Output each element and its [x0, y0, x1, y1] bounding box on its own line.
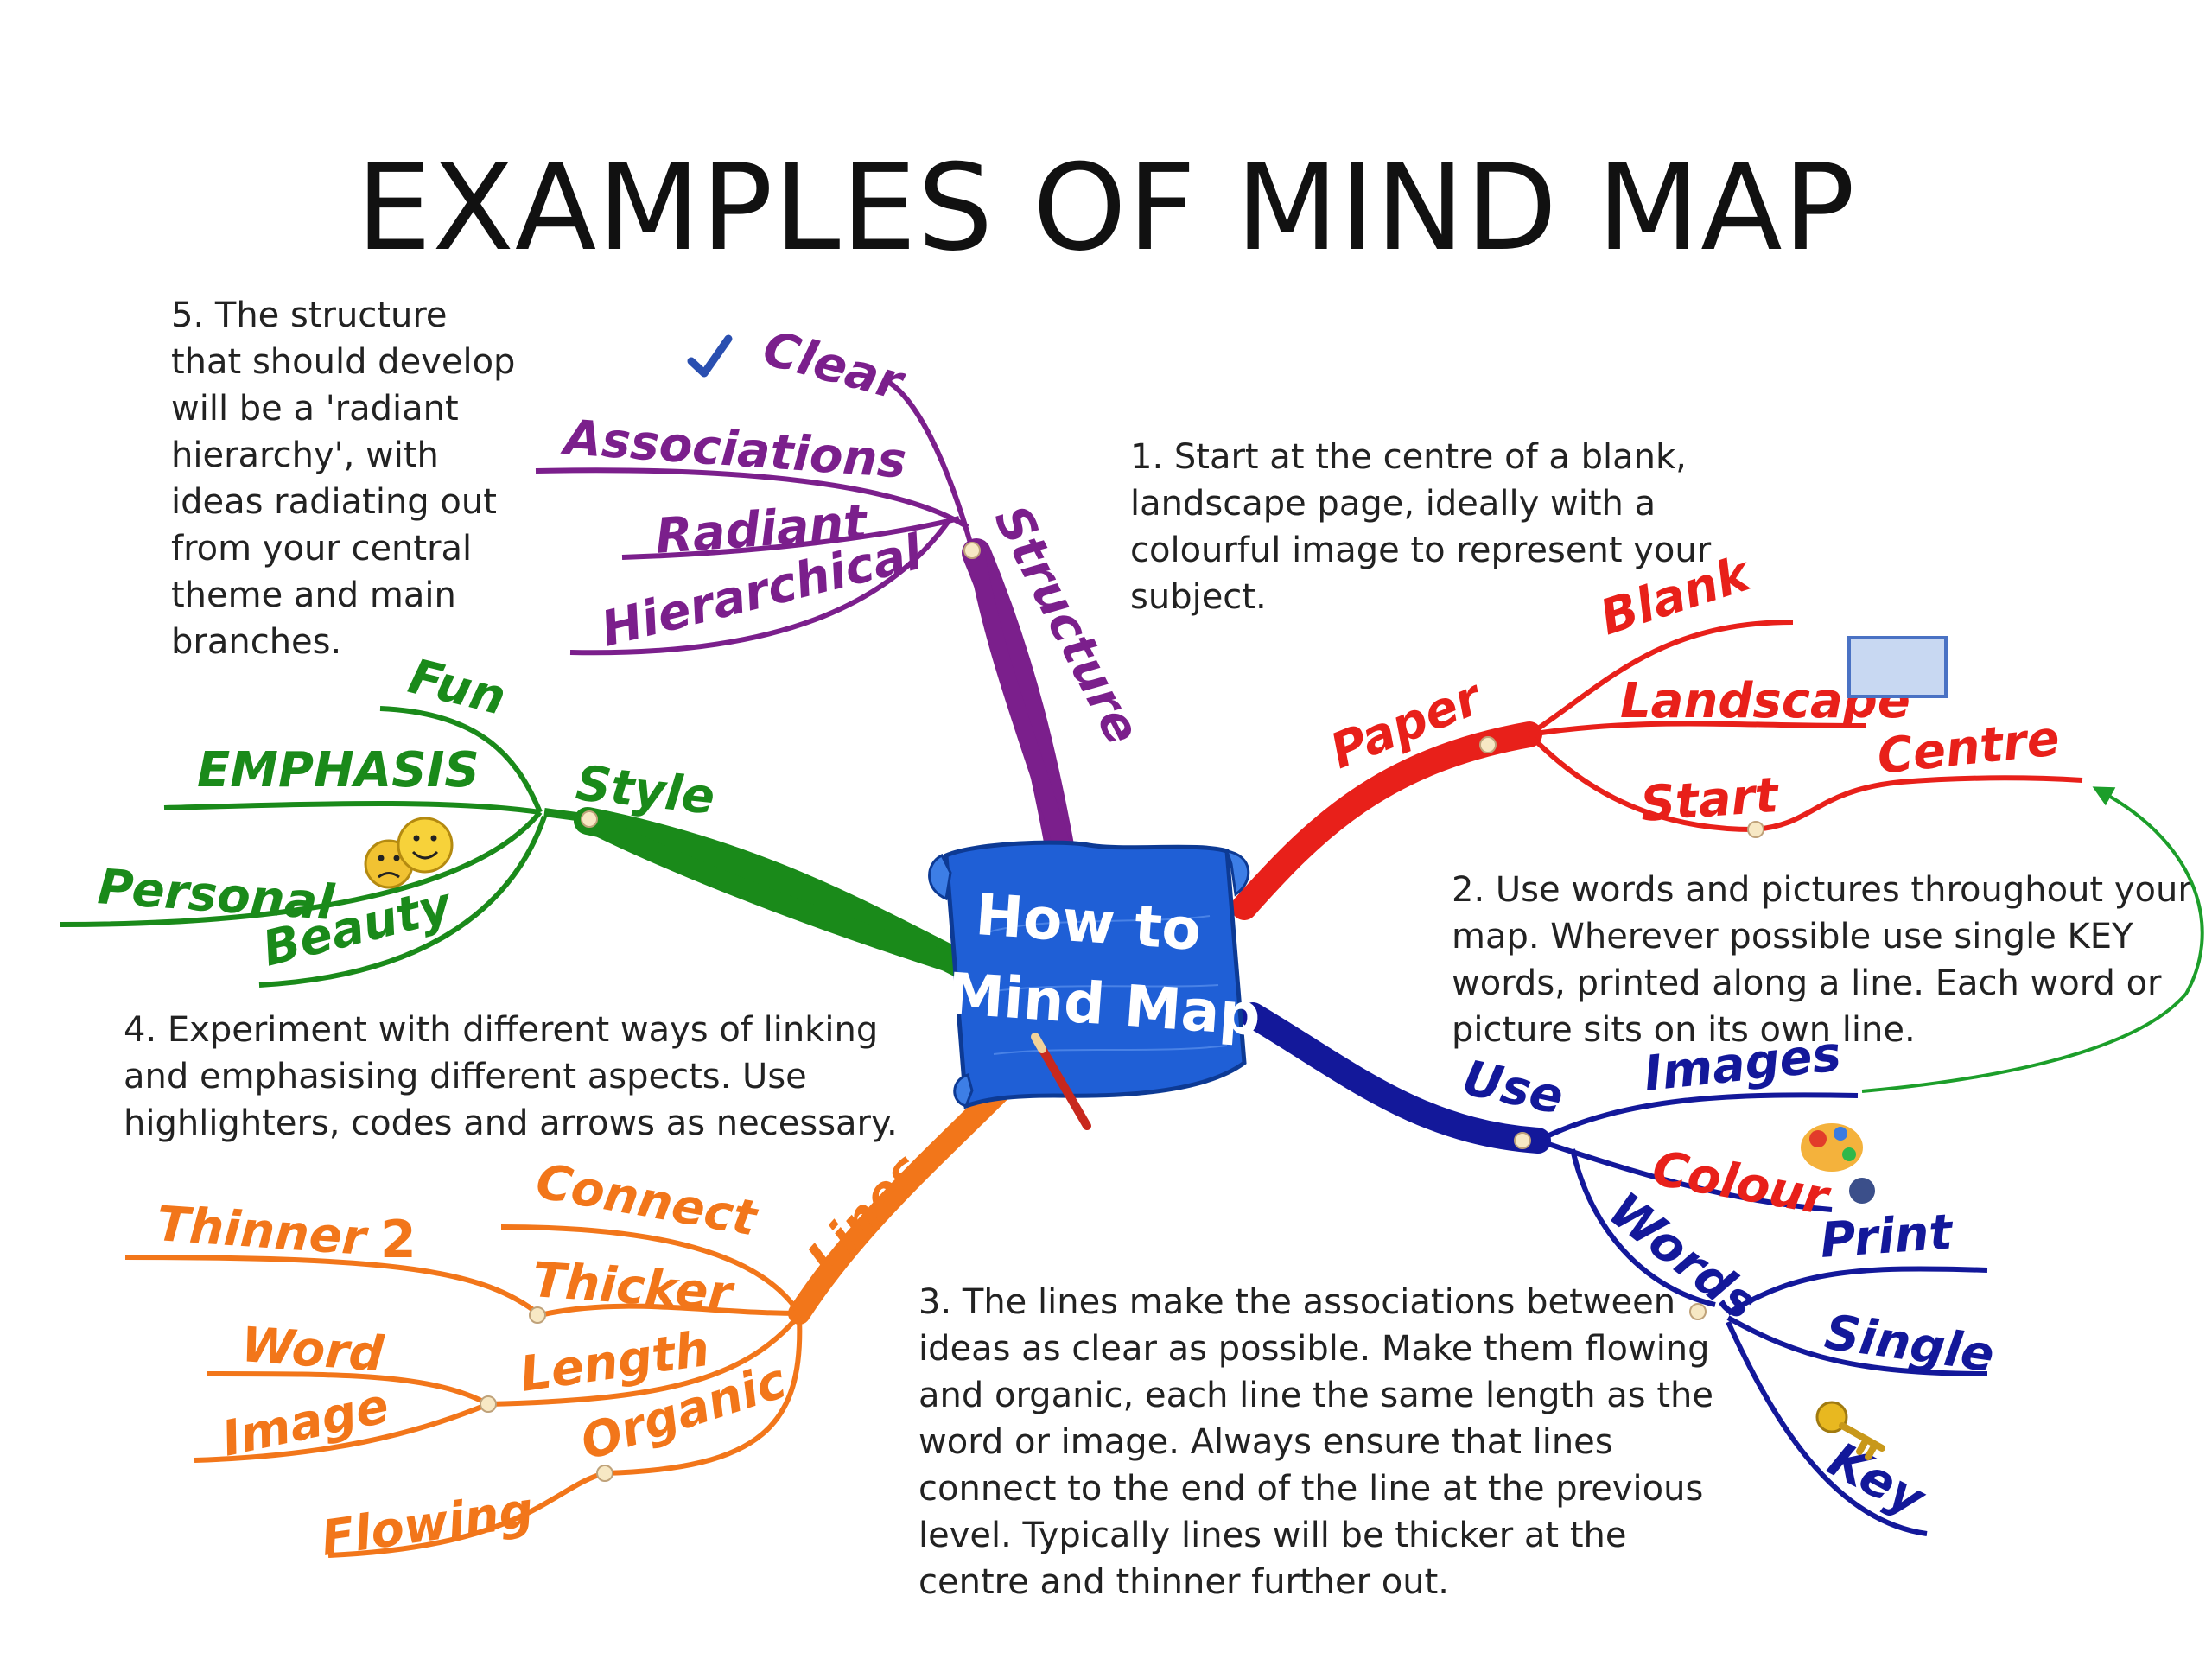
branch-line-lines [788, 1077, 1014, 1325]
image-frame-icon [1847, 636, 1948, 698]
label-start: Start [1638, 767, 1782, 833]
key-icon [1815, 1401, 1885, 1460]
label-use: Use [1458, 1050, 1568, 1126]
branch-lines: Lines Connect Thicker Thinner 2 Length W… [124, 1077, 1014, 1567]
label-blank: Blank [1593, 545, 1759, 647]
smiley-faces-icon [364, 817, 454, 889]
label-lines: Lines [797, 1142, 934, 1287]
label-flowing: Flowing [318, 1482, 537, 1567]
center-label-line1: How to [973, 881, 1203, 963]
branch-paper: Paper Blank Landscape Start Centre [1231, 545, 2083, 920]
central-image: How to Mind Map [928, 840, 1262, 1130]
branch-style: Style Fun EMPHASIS Personal Beauty [60, 649, 982, 988]
pencil-icon [1031, 1033, 1091, 1130]
note-step-4: 4. Experiment with different ways of lin… [124, 1010, 898, 1143]
note-step-2: 2. Use words and pictures throughout you… [1452, 870, 2192, 1050]
note-step-5: 5. The structure that should develop wil… [171, 296, 516, 662]
label-two: 2 [380, 1210, 416, 1270]
note-step-3: 3. The lines make the associations betwe… [918, 1282, 1713, 1602]
branch-line-use [1240, 1002, 1551, 1154]
branch-line-paper [1231, 721, 1542, 920]
label-image: Image [217, 1378, 393, 1468]
label-word: Word [239, 1317, 386, 1382]
label-single: Single [1821, 1304, 1998, 1383]
label-emphasis: EMPHASIS [197, 742, 480, 798]
label-connect: Connect [532, 1154, 763, 1248]
note-step-1: 1. Start at the centre of a blank, lands… [1130, 437, 1712, 617]
label-print: Print [1818, 1204, 1955, 1269]
paint-palette-icon [1801, 1123, 1875, 1204]
link-arrow [1861, 786, 2204, 1093]
label-associations: Associations [559, 410, 908, 490]
slide-title: EXAMPLES OF MIND MAP [356, 138, 1856, 277]
checkmark-icon [687, 334, 733, 378]
branch-use: Use Images Colour Words Print Single Key [1240, 1002, 1998, 1536]
label-images: Images [1642, 1026, 1844, 1103]
label-clear: Clear [757, 321, 911, 412]
